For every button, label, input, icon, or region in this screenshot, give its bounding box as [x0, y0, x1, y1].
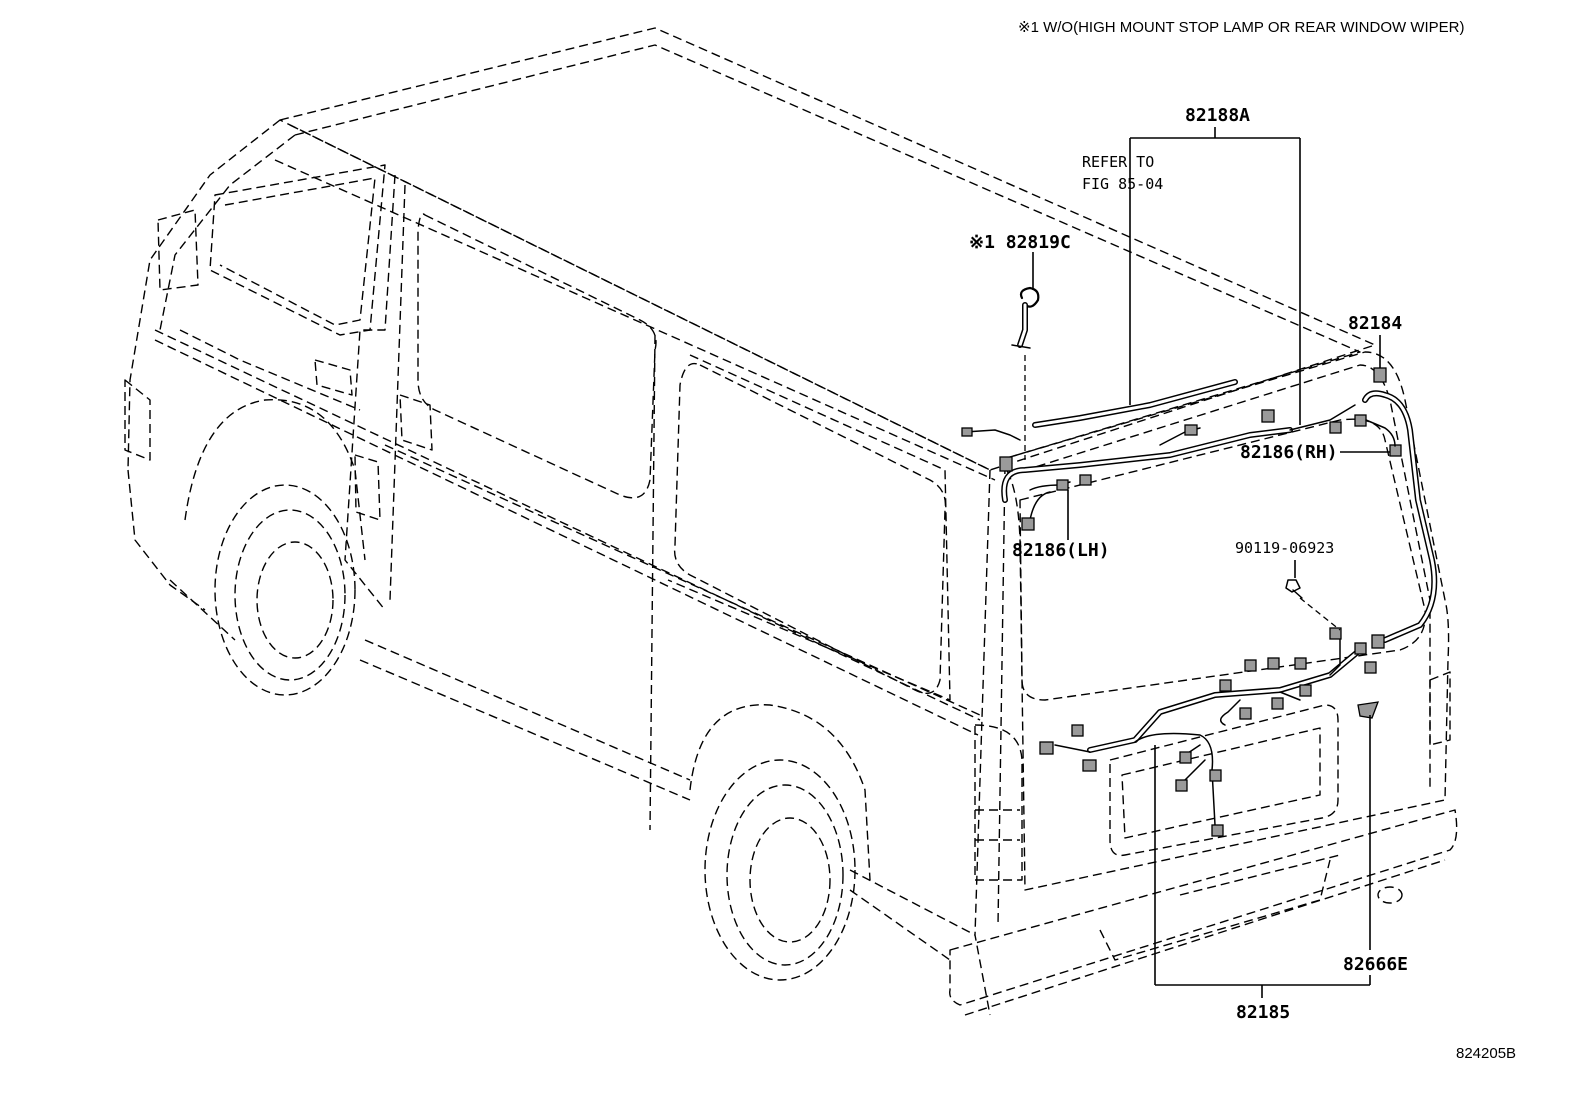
roof-connector [961, 427, 973, 437]
connector-low-a [1039, 741, 1054, 755]
connector-rh-c [1389, 444, 1402, 457]
part-82819c [1011, 286, 1040, 460]
connector-mid-i [1354, 642, 1367, 655]
connector-low-d [1179, 751, 1192, 764]
figure-id: 824205B [1456, 1045, 1516, 1062]
part-82666e [1357, 701, 1379, 719]
connector-low-b [1082, 759, 1097, 772]
van-body-outline [124, 27, 1458, 1016]
footnote: ※1 W/O(HIGH MOUNT STOP LAMP OR REAR WIND… [1018, 19, 1464, 36]
connector-mid-b [1267, 657, 1280, 670]
connector-top-right [1261, 409, 1275, 423]
connector-82184 [1373, 367, 1387, 383]
lower-harness-82185 [1039, 627, 1377, 837]
connector-mid-e [1239, 707, 1252, 720]
part-90119-06923 [1285, 579, 1341, 631]
label-fig-ref: FIG 85-04 [1082, 175, 1163, 193]
label-82186-rh: 82186(RH) [1240, 442, 1338, 463]
right-side-harness-82184 [1362, 367, 1438, 649]
connector-low-e [1175, 779, 1188, 792]
connector-rh-b [1354, 414, 1367, 427]
label-82184: 82184 [1348, 313, 1402, 334]
connector-mid-a [1244, 659, 1257, 672]
connector-mid-c [1294, 657, 1307, 670]
label-82185: 82185 [1236, 1002, 1290, 1023]
connector-low-c [1071, 724, 1084, 737]
label-refer-to: REFER TO [1082, 153, 1154, 171]
connector-rh-low [1371, 634, 1385, 649]
back-door-upper-harness [999, 404, 1402, 531]
connector-rh-a [1329, 421, 1342, 434]
label-82819c: ※1 82819C [969, 232, 1071, 253]
connector-mid-d [1219, 679, 1232, 692]
connector-mid-h [1329, 627, 1342, 640]
connector-top [1184, 424, 1198, 436]
connector-lh-mid2 [1079, 474, 1092, 486]
label-82188a: 82188A [1185, 105, 1250, 126]
connector-low-g [1211, 824, 1224, 837]
label-82666e: 82666E [1343, 954, 1408, 975]
connector-lh-lower [1021, 517, 1035, 531]
connector-mid-f [1271, 697, 1284, 710]
leader-lines [1032, 127, 1390, 998]
roof-harness-82188a [961, 379, 1238, 441]
label-82186-lh: 82186(LH) [1012, 540, 1110, 561]
label-90119-06923: 90119-06923 [1235, 539, 1334, 557]
connector-mid-g [1299, 684, 1312, 697]
connector-low-f [1209, 769, 1222, 782]
connector-lh-mid [1056, 479, 1069, 491]
connector-lh-upper [999, 456, 1013, 472]
connector-mid-j [1364, 661, 1377, 674]
